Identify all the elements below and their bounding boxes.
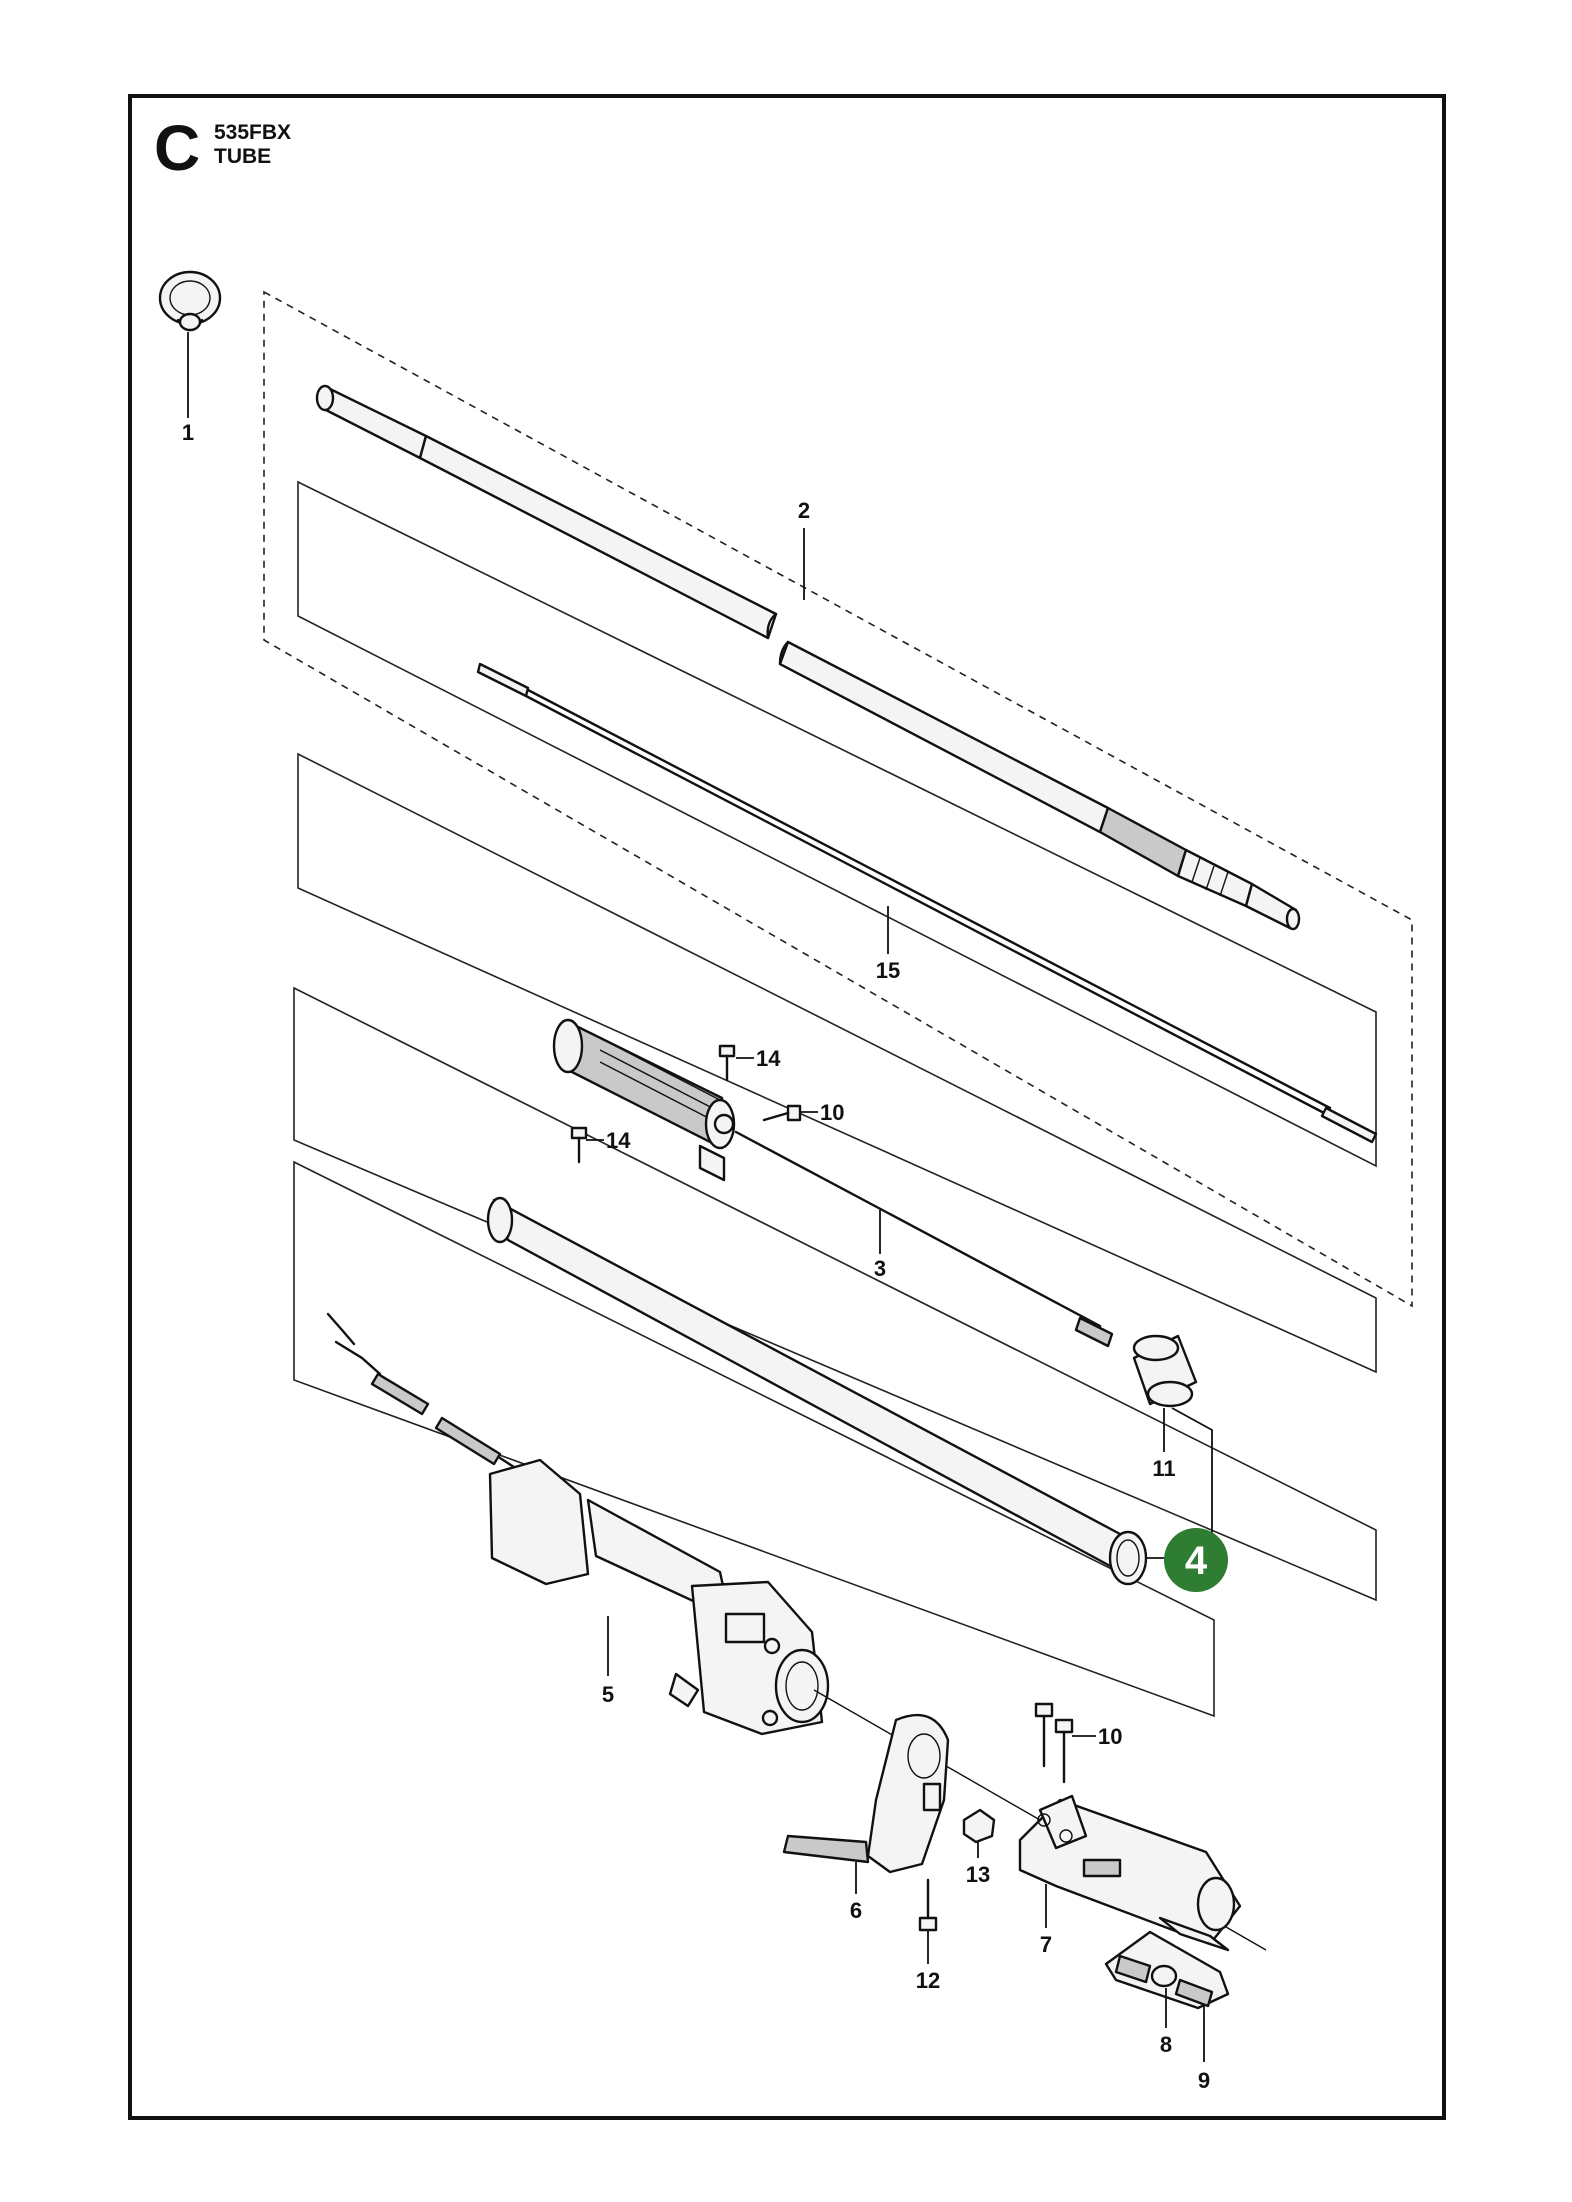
callout-13: 13 <box>966 1862 990 1887</box>
group-box-14 <box>293 986 1377 1602</box>
group-box-4 <box>293 1160 1215 1718</box>
part-14-screw-upper <box>718 1044 736 1082</box>
callout-10-lower: 10 <box>1098 1724 1122 1749</box>
callout-1: 1 <box>182 420 194 445</box>
part-13-nut <box>962 1808 996 1844</box>
callout-10-upper: 10 <box>820 1100 844 1125</box>
leader-4-from-11 <box>1171 1407 1213 1540</box>
group-outline-dashed <box>263 290 1413 1308</box>
callout-2: 2 <box>798 498 810 523</box>
callout-14-lower: 14 <box>606 1128 631 1153</box>
callout-14-upper: 14 <box>756 1046 781 1071</box>
part-14-screw-lower <box>570 1126 588 1164</box>
part-7-coupling <box>1018 1702 1242 1952</box>
page-frame <box>128 94 1446 2120</box>
part-2-tube <box>315 384 1301 931</box>
part-4-outer-tube <box>486 1196 1148 1586</box>
part-5-handle <box>326 1312 830 1736</box>
assembly-name: TUBE <box>214 145 271 168</box>
callout-7: 7 <box>1040 1932 1052 1957</box>
part-10-screw-upper <box>762 1104 802 1122</box>
part-12-screw <box>918 1878 938 1932</box>
group-box-15 <box>297 480 1377 1168</box>
model-name: 535FBX <box>214 121 291 144</box>
callout-12: 12 <box>916 1968 940 1993</box>
callout-9: 9 <box>1198 2068 1210 2093</box>
part-3-shaft-assembly <box>552 1018 1114 1348</box>
part-6-bracket <box>782 1713 950 1874</box>
callout-6: 6 <box>850 1898 862 1923</box>
part-8-9-lock <box>1104 1930 1230 2010</box>
callout-4-highlight: 4 <box>1185 1539 1208 1583</box>
callout-3: 3 <box>874 1256 886 1281</box>
part-1-clamp <box>158 270 222 332</box>
callout-11: 11 <box>1152 1456 1175 1481</box>
group-box-3 <box>297 752 1377 1374</box>
callout-5: 5 <box>602 1682 614 1707</box>
section-letter: C <box>154 112 200 184</box>
callout-8: 8 <box>1160 2032 1172 2057</box>
part-15-drive-shaft <box>476 662 1378 1144</box>
part-11-sleeve <box>1132 1334 1198 1408</box>
highlight-circle-icon <box>1164 1528 1228 1592</box>
callout-15: 15 <box>876 958 900 983</box>
